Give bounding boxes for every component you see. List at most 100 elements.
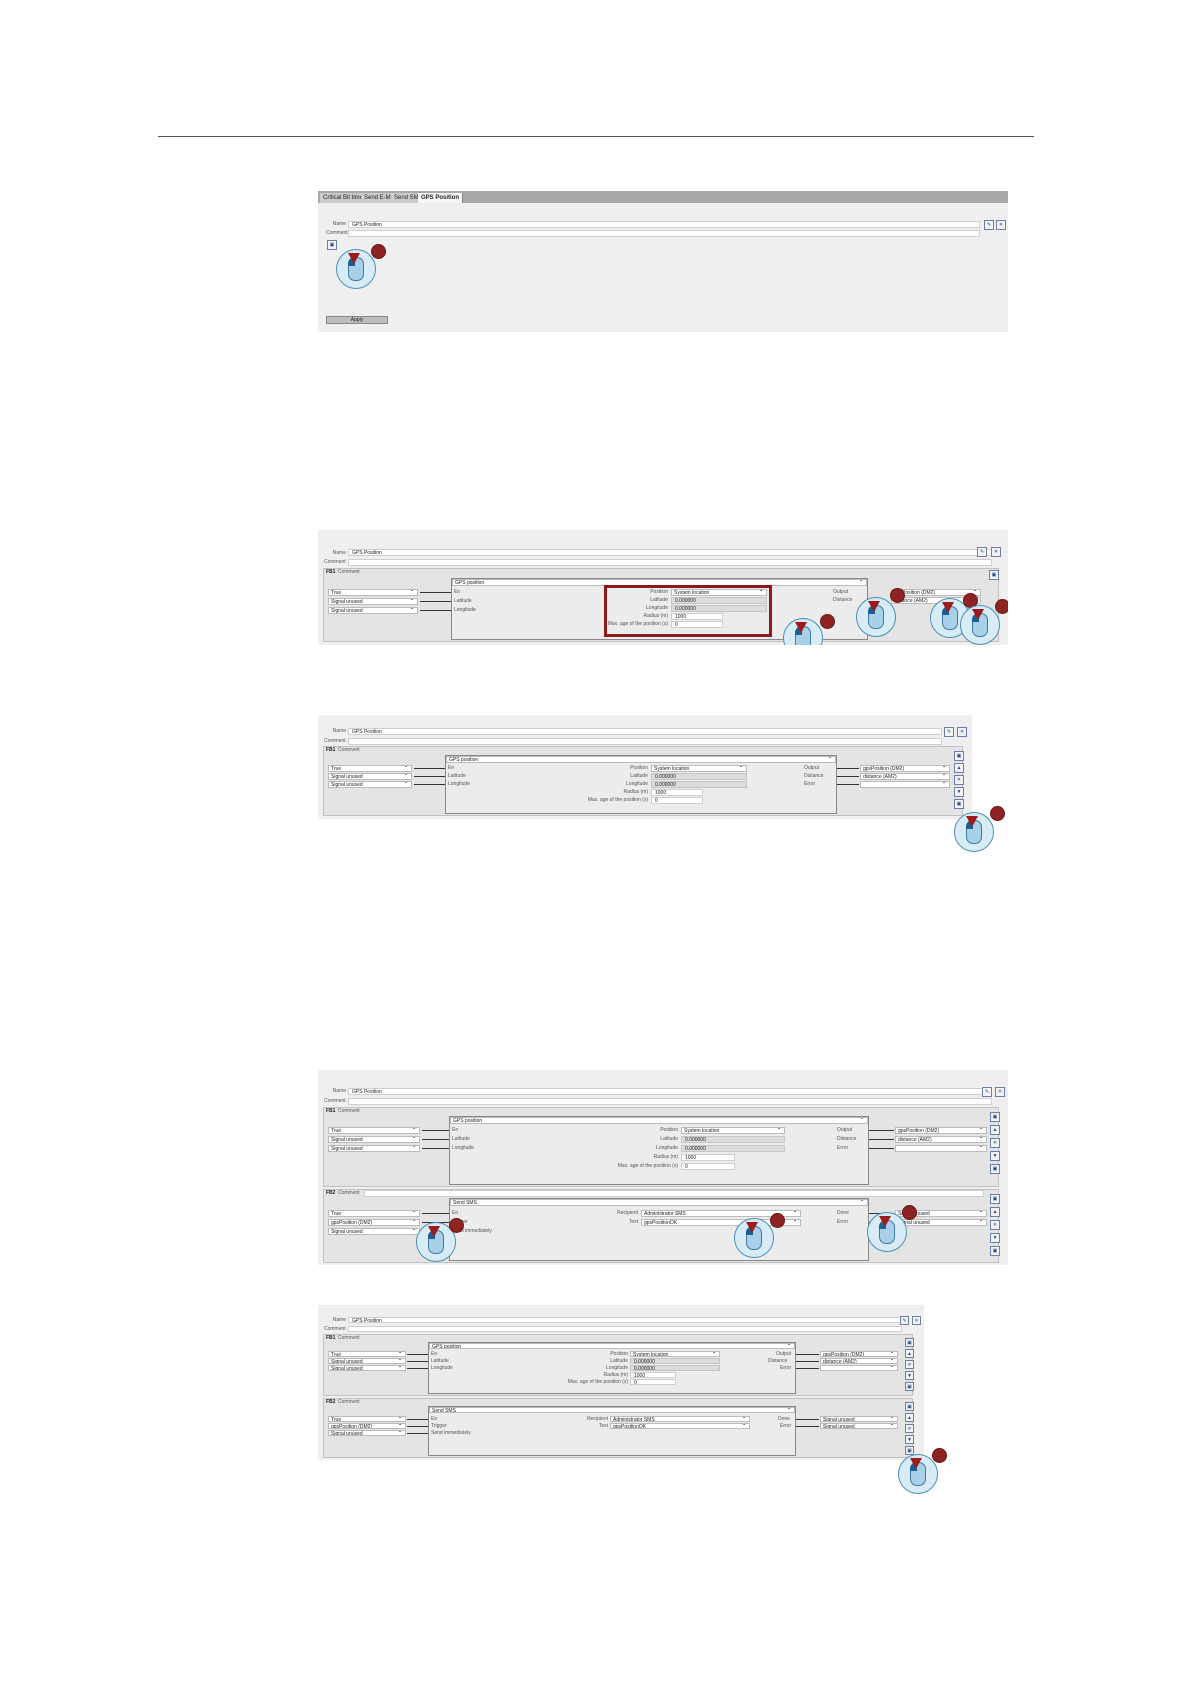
- remove-fb-button[interactable]: ✕: [905, 1360, 914, 1369]
- input-longitude-select[interactable]: Signal unused: [328, 1365, 406, 1371]
- latitude-field[interactable]: 0.000000: [671, 597, 767, 604]
- longitude-field[interactable]: 0.000000: [681, 1145, 785, 1152]
- position-select[interactable]: System location: [681, 1127, 785, 1134]
- distance-select[interactable]: distance (AM2): [895, 1136, 987, 1143]
- input-send-immediately-select[interactable]: Signal unused: [328, 1430, 406, 1436]
- text-select[interactable]: gpsPositionOK: [641, 1219, 801, 1226]
- input-en-select[interactable]: True: [328, 1127, 420, 1134]
- fb2-comment-field[interactable]: [364, 1190, 984, 1197]
- position-select[interactable]: System location: [671, 589, 767, 596]
- input-en-select[interactable]: True: [328, 1210, 420, 1217]
- input-latitude-select[interactable]: Signal unused: [328, 773, 412, 780]
- comment-field[interactable]: [348, 738, 942, 745]
- radius-field[interactable]: 1000: [681, 1154, 735, 1161]
- input-send-immediately-select[interactable]: Signal unused: [328, 1228, 420, 1235]
- error-select[interactable]: [895, 1145, 987, 1152]
- add-fb-button[interactable]: ▣: [989, 570, 999, 580]
- apply-button[interactable]: Apply: [326, 316, 388, 324]
- move-up-button[interactable]: ▲: [905, 1413, 914, 1422]
- add-fb-button[interactable]: ▣: [990, 1246, 1000, 1256]
- name-field[interactable]: GPS Position: [348, 1088, 992, 1095]
- input-trigger-select[interactable]: gpsPosition (DM2): [328, 1219, 420, 1226]
- input-trigger-select[interactable]: gpsPosition (DM2): [328, 1423, 406, 1429]
- move-down-button[interactable]: ▼: [905, 1371, 914, 1380]
- max-age-field[interactable]: 0: [671, 621, 723, 628]
- move-up-button[interactable]: ▲: [990, 1125, 1000, 1135]
- add-fb-button[interactable]: ▣: [327, 240, 337, 250]
- edit-fb-button[interactable]: ▣: [905, 1402, 914, 1411]
- longitude-field[interactable]: 0.000000: [671, 605, 767, 612]
- radius-field[interactable]: 1000: [630, 1372, 676, 1378]
- input-longitude-select[interactable]: Signal unused: [328, 1145, 420, 1152]
- remove-fb-button[interactable]: ✕: [905, 1424, 914, 1433]
- comment-field[interactable]: [348, 1098, 992, 1105]
- position-select[interactable]: System location: [630, 1351, 720, 1357]
- name-edit-button[interactable]: ✎: [944, 727, 954, 737]
- max-age-field[interactable]: 0: [630, 1379, 676, 1385]
- max-age-field[interactable]: 0: [651, 797, 703, 804]
- recipient-select[interactable]: Administrator SMS: [610, 1416, 750, 1422]
- input-latitude-select[interactable]: Signal unused: [328, 598, 418, 605]
- input-en-select[interactable]: True: [328, 589, 418, 596]
- add-fb-button[interactable]: ▣: [905, 1382, 914, 1391]
- edit-fb-button[interactable]: ▣: [954, 751, 964, 761]
- move-up-button[interactable]: ▲: [990, 1207, 1000, 1217]
- latitude-field[interactable]: 0.000000: [630, 1358, 720, 1364]
- edit-fb-button[interactable]: ▣: [990, 1112, 1000, 1122]
- gps-block-select[interactable]: GPS position: [429, 1343, 795, 1349]
- sms-block-select[interactable]: Send SMS: [450, 1199, 868, 1206]
- gps-block-select[interactable]: GPS position: [450, 1117, 868, 1124]
- name-edit-button[interactable]: ✎: [982, 1087, 992, 1097]
- input-latitude-select[interactable]: Signal unused: [328, 1358, 406, 1364]
- move-up-button[interactable]: ▲: [905, 1349, 914, 1358]
- output-select[interactable]: gpsPosition (DM2): [895, 1127, 987, 1134]
- output-select[interactable]: gpsPosition (DM2): [860, 765, 950, 772]
- move-down-button[interactable]: ▼: [990, 1151, 1000, 1161]
- error-select[interactable]: Signal unused: [820, 1423, 898, 1429]
- move-down-button[interactable]: ▼: [954, 787, 964, 797]
- name-edit-button[interactable]: ✎: [984, 220, 994, 230]
- add-fb-button[interactable]: ▣: [954, 799, 964, 809]
- radius-field[interactable]: 1000: [671, 613, 723, 620]
- name-delete-button[interactable]: ✕: [957, 727, 967, 737]
- input-en-select[interactable]: True: [328, 1351, 406, 1357]
- output-select[interactable]: gpsPosition (DM2): [820, 1351, 898, 1357]
- longitude-field[interactable]: 0.000000: [630, 1365, 720, 1371]
- name-delete-button[interactable]: ✕: [995, 1087, 1005, 1097]
- error-select[interactable]: Signal unused: [895, 1219, 987, 1226]
- input-en-select[interactable]: True: [328, 765, 412, 772]
- name-field[interactable]: GPS Position: [348, 549, 992, 556]
- input-longitude-select[interactable]: Signal unused: [328, 607, 418, 614]
- edit-fb-button[interactable]: ▣: [990, 1194, 1000, 1204]
- name-edit-button[interactable]: ✎: [900, 1316, 909, 1325]
- gps-block-select[interactable]: GPS position: [446, 756, 836, 763]
- edit-fb-button[interactable]: ▣: [905, 1338, 914, 1347]
- name-delete-button[interactable]: ✕: [991, 547, 1001, 557]
- input-latitude-select[interactable]: Signal unused: [328, 1136, 420, 1143]
- name-delete-button[interactable]: ✕: [912, 1316, 921, 1325]
- name-field[interactable]: GPS Position: [348, 1317, 902, 1323]
- max-age-field[interactable]: 0: [681, 1163, 735, 1170]
- tab-gps-position[interactable]: GPS Position: [418, 193, 464, 203]
- name-field[interactable]: GPS Position: [348, 728, 942, 735]
- longitude-field[interactable]: 0.000000: [651, 781, 747, 788]
- name-field[interactable]: GPS Position: [348, 221, 980, 228]
- done-select[interactable]: Signal unused: [820, 1416, 898, 1422]
- recipient-select[interactable]: Administrator SMS: [641, 1210, 801, 1217]
- remove-fb-button[interactable]: ✕: [990, 1220, 1000, 1230]
- text-select[interactable]: gpsPositionOK: [610, 1423, 750, 1429]
- move-up-button[interactable]: ▲: [954, 763, 964, 773]
- error-select[interactable]: [820, 1365, 898, 1371]
- comment-field[interactable]: [348, 559, 992, 566]
- comment-field[interactable]: [348, 230, 980, 237]
- error-select[interactable]: [860, 781, 950, 788]
- distance-select[interactable]: distance (AM2): [860, 773, 950, 780]
- name-edit-button[interactable]: ✎: [977, 547, 987, 557]
- remove-fb-button[interactable]: ✕: [990, 1138, 1000, 1148]
- latitude-field[interactable]: 0.000000: [651, 773, 747, 780]
- remove-fb-button[interactable]: ✕: [954, 775, 964, 785]
- latitude-field[interactable]: 0.000000: [681, 1136, 785, 1143]
- radius-field[interactable]: 1000: [651, 789, 703, 796]
- name-delete-button[interactable]: ✕: [996, 220, 1006, 230]
- move-down-button[interactable]: ▼: [905, 1435, 914, 1444]
